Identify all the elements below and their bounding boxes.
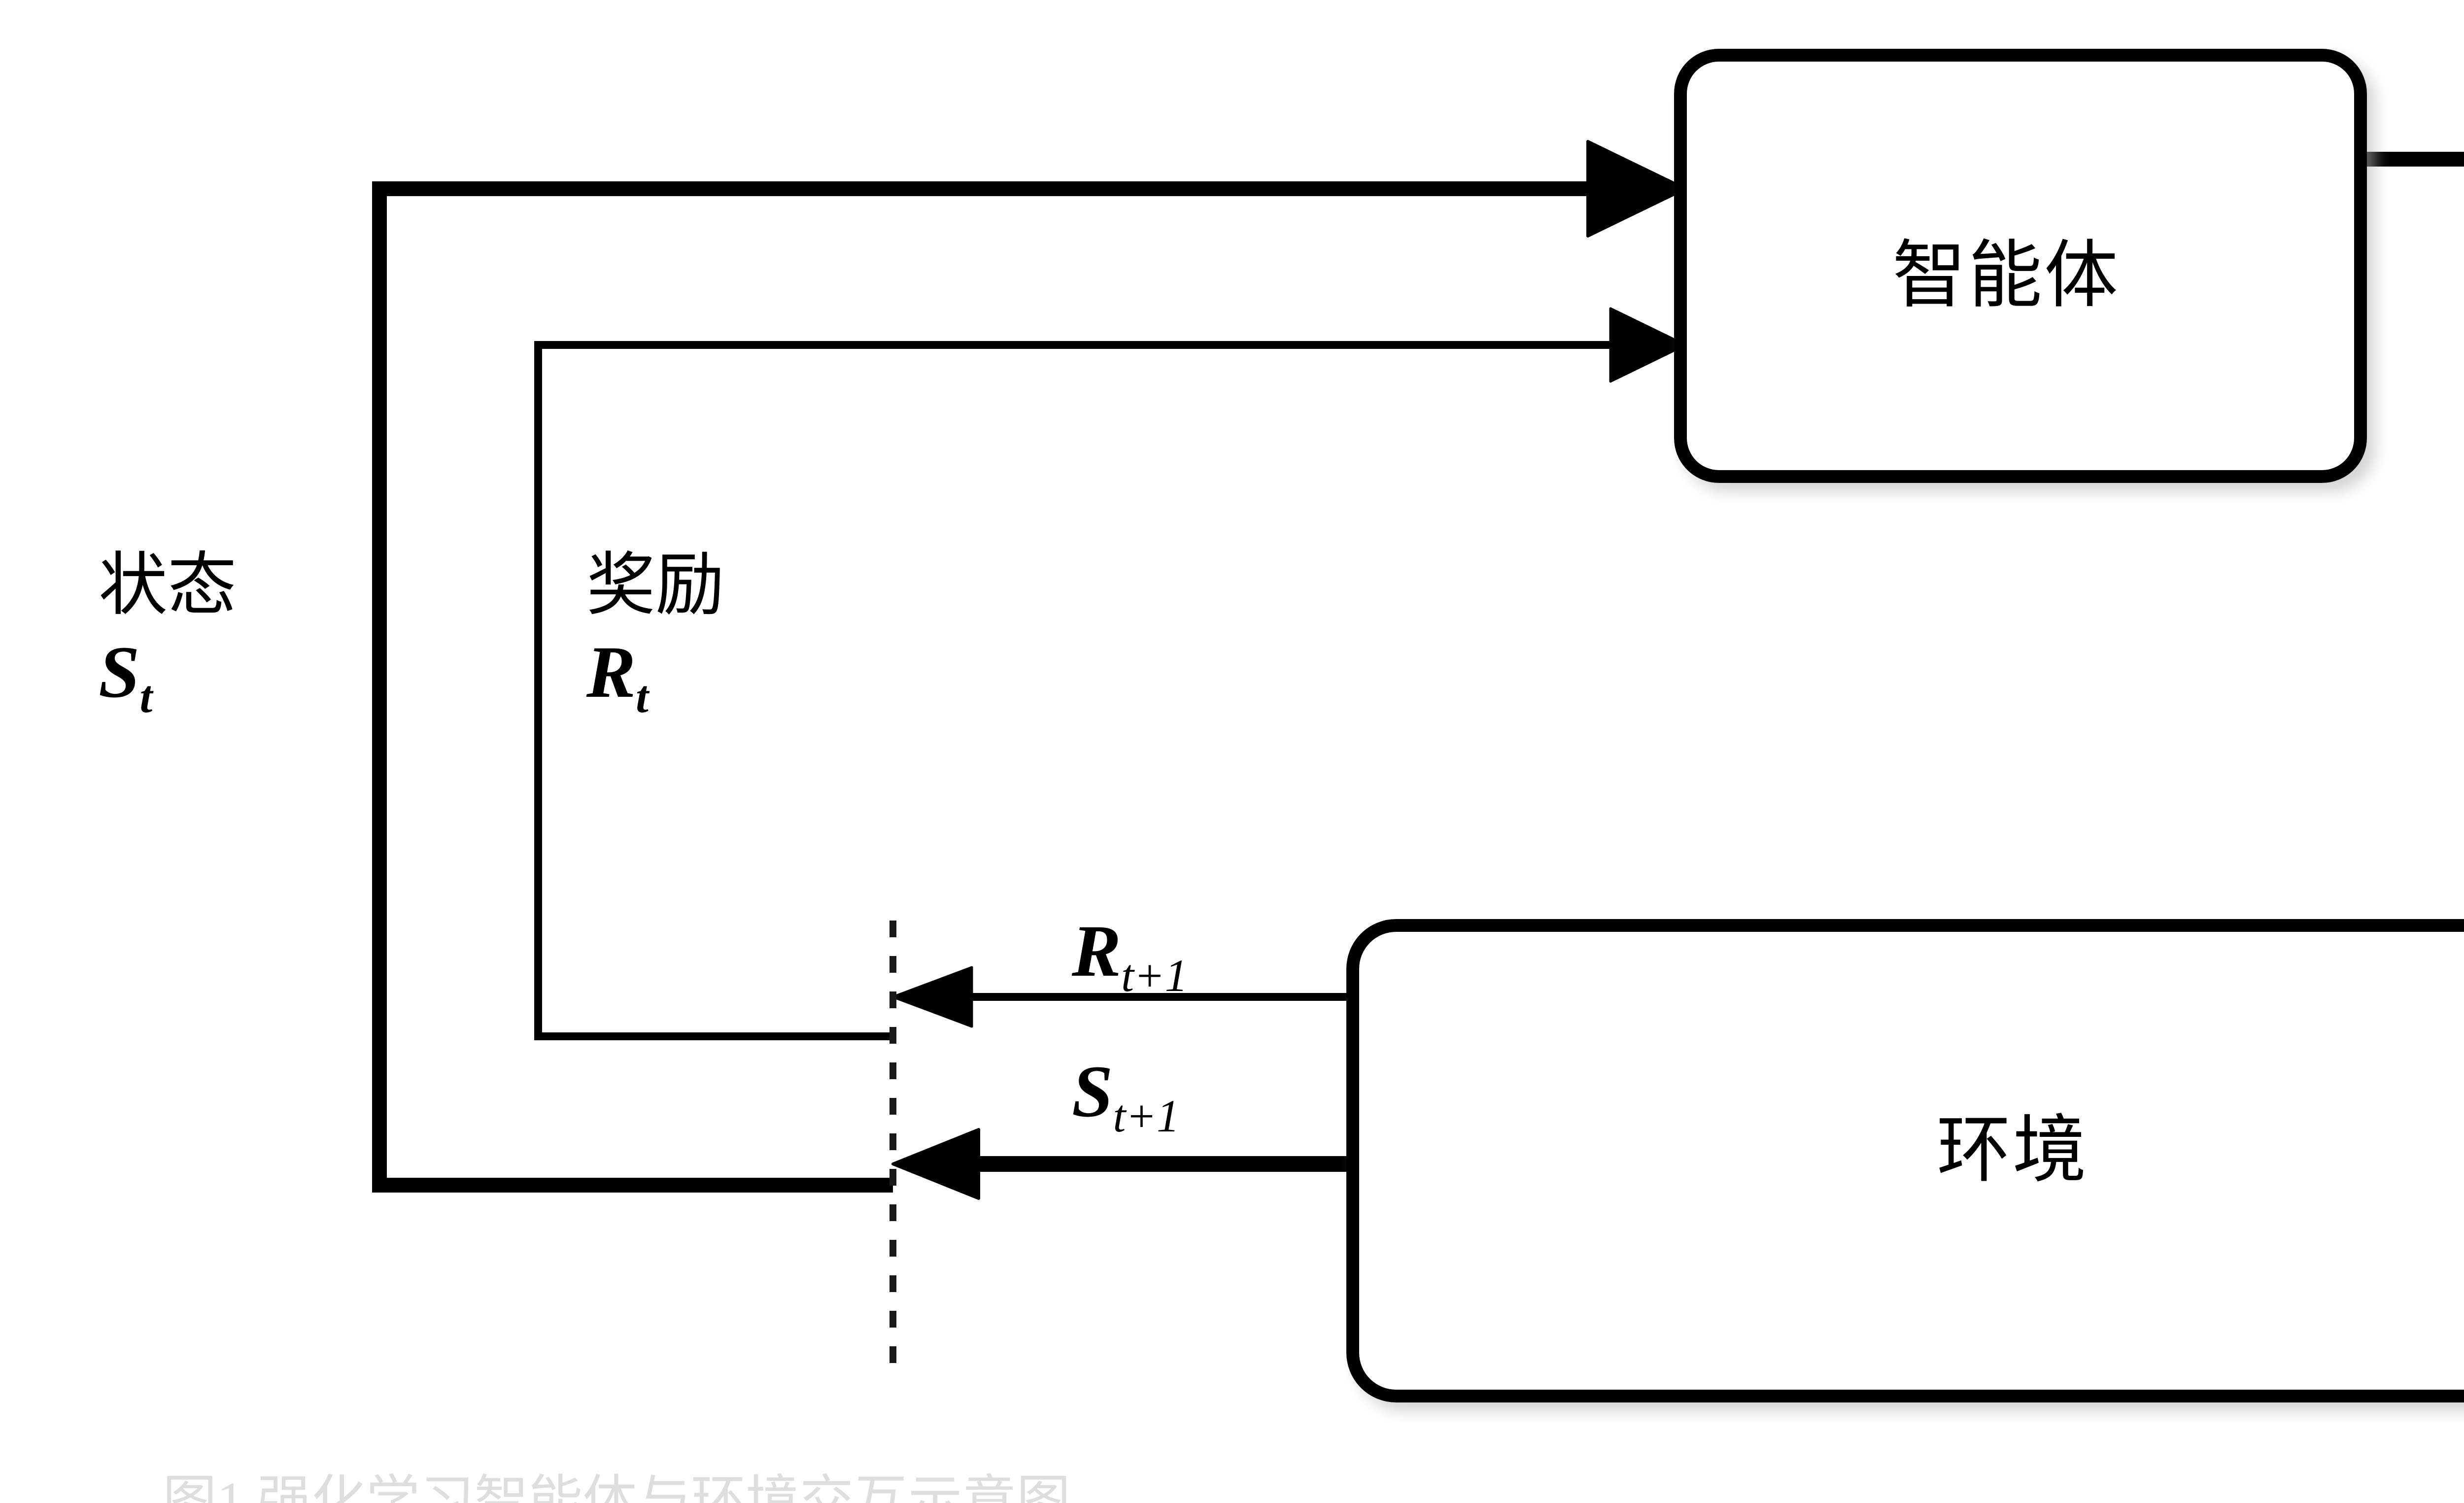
reward-label-text: 奖励 bbox=[586, 547, 725, 624]
state-side-label: 状态 St bbox=[99, 549, 237, 721]
state-next-subscript: t+1 bbox=[1113, 1091, 1180, 1142]
agent-label: 智能体 bbox=[1892, 235, 2121, 317]
figure-caption: 图1 强化学习智能体与环境交互示意图 bbox=[163, 1471, 1071, 1503]
reward-symbol-subscript: t bbox=[636, 672, 649, 722]
agent-box[interactable] bbox=[1674, 49, 2367, 483]
state-next-edge-label: St+1 bbox=[1072, 1051, 1180, 1142]
arrowhead-reward-into-agent bbox=[1609, 307, 1687, 383]
reward-symbol: Rt bbox=[586, 631, 649, 722]
arrowhead-state-left bbox=[891, 1128, 980, 1200]
environment-box[interactable] bbox=[1346, 919, 2464, 1402]
reward-next-edge-label: Rt+1 bbox=[1072, 910, 1188, 1001]
edge-state-to-agent bbox=[372, 140, 1687, 1200]
state-symbol: St bbox=[99, 631, 153, 722]
reward-side-label: 奖励 Rt bbox=[586, 549, 724, 721]
arrowhead-state-into-agent bbox=[1586, 140, 1687, 238]
environment-label: 环境 bbox=[1937, 1110, 2089, 1192]
state-symbol-subscript: t bbox=[139, 672, 153, 722]
arrowhead-reward-left bbox=[891, 966, 973, 1028]
edge-reward-to-agent bbox=[534, 307, 1687, 1040]
reward-next-subscript: t+1 bbox=[1121, 951, 1188, 1001]
state-label-text: 状态 bbox=[99, 547, 237, 624]
